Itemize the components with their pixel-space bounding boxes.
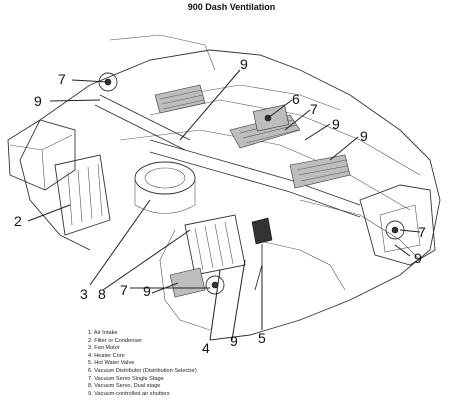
callout-number: 3 — [80, 286, 88, 302]
legend-item: 2. Filter or Condenser — [88, 337, 143, 344]
right-outlet-duct — [359, 184, 436, 266]
callout-number: 9 — [230, 333, 238, 349]
callout-number: 7 — [120, 282, 128, 298]
callout-number: 9 — [34, 93, 42, 109]
callout-number: 9 — [240, 56, 248, 72]
callout-number: 8 — [98, 286, 106, 302]
filter-condenser — [54, 154, 111, 236]
callout-number: 9 — [143, 283, 151, 299]
callout-number: 7 — [418, 224, 426, 240]
legend-item: 7. Vacuum Servo Single Stage — [88, 375, 164, 382]
heater-core — [184, 214, 246, 276]
legend-item: 5. Hot Water Valve — [88, 360, 135, 367]
legend-item: 6. Vacuum Distributor (Distribution Sele… — [88, 367, 197, 374]
callout-numbers: 7 9 9 6 7 9 9 2 3 8 7 9 4 9 5 7 9 — [14, 56, 426, 356]
callout-number: 9 — [414, 250, 422, 266]
legend-item: 1. Air Intake — [88, 330, 118, 336]
callout-number: 7 — [310, 101, 318, 117]
vacuum-servo-center — [205, 275, 225, 295]
air-intake-box — [7, 119, 76, 191]
callout-number: 6 — [292, 91, 300, 107]
parts-legend: 1. Air Intake 2. Filter or Condenser 3. … — [88, 330, 197, 398]
vacuum-distributor — [252, 104, 290, 132]
callout-number: 2 — [14, 213, 22, 229]
fan-housing — [134, 161, 196, 214]
legend-item: 3. Fan Motor — [88, 345, 120, 352]
legend-item: 9. Vacuum-controlled air shutters — [88, 390, 170, 397]
callout-number: 9 — [360, 128, 368, 144]
diagram-title: 900 Dash Ventilation — [187, 2, 276, 12]
vent-grille-right — [289, 154, 351, 189]
callout-number: 7 — [58, 71, 66, 87]
leader-lines — [27, 69, 421, 341]
legend-item: 4. Heater Core — [88, 352, 125, 359]
callout-number: 9 — [332, 116, 340, 132]
callout-number: 4 — [202, 340, 210, 356]
legend-item: 8. Vacuum Servo, Dual stage — [88, 383, 161, 390]
lower-housing — [169, 267, 206, 298]
vent-grille-left — [154, 84, 206, 114]
callout-number: 5 — [258, 330, 266, 346]
air-ducts — [94, 94, 361, 218]
